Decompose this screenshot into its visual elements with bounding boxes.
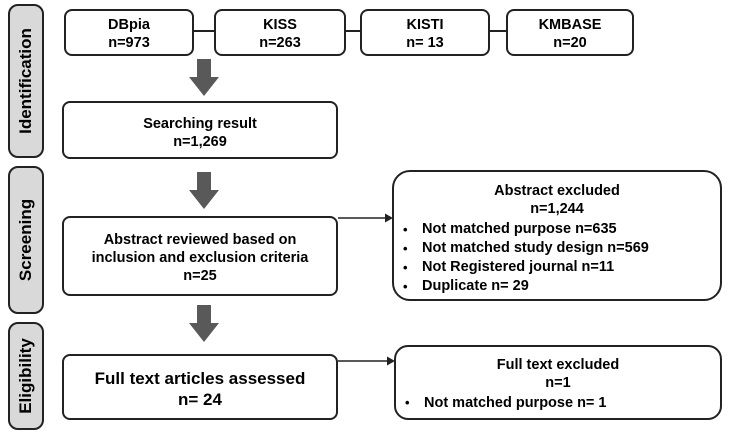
abstract-excluded-reasons: Not matched purpose n=635 Not matched st… bbox=[394, 220, 720, 296]
source-connector bbox=[344, 30, 362, 32]
flow-arrow-down-icon bbox=[189, 305, 219, 342]
source-connector bbox=[488, 30, 508, 32]
fulltext-excluded-count: n=1 bbox=[545, 375, 571, 391]
source-box-dbpia: DBpia n=973 bbox=[64, 9, 194, 56]
flow-arrow-down-icon bbox=[189, 59, 219, 96]
source-count: n= 13 bbox=[406, 35, 444, 51]
exclusion-reason: Not matched purpose n= 1 bbox=[396, 394, 720, 412]
exclusion-reason: Not Registered journal n=11 bbox=[394, 258, 720, 277]
fulltext-assessed-count: n= 24 bbox=[178, 390, 222, 409]
abstract-excluded-count: n=1,244 bbox=[530, 201, 584, 217]
abstract-reviewed-line2: inclusion and exclusion criteria bbox=[91, 250, 309, 266]
source-box-kmbase: KMBASE n=20 bbox=[506, 9, 634, 56]
abstract-excluded-title: Abstract excluded bbox=[494, 183, 620, 199]
exclusion-reason: Not matched purpose n=635 bbox=[394, 220, 720, 239]
abstract-reviewed-box: Abstract reviewed based on inclusion and… bbox=[62, 216, 338, 296]
searching-title: Searching result bbox=[143, 116, 257, 132]
source-box-kiss: KISS n=263 bbox=[214, 9, 346, 56]
exclusion-arrow-icon bbox=[338, 356, 395, 366]
source-name: DBpia bbox=[108, 17, 150, 33]
source-name: KMBASE bbox=[538, 17, 602, 33]
fulltext-excluded-title: Full text excluded bbox=[496, 357, 620, 373]
source-box-kisti: KISTI n= 13 bbox=[360, 9, 490, 56]
stage-eligibility-label: Eligibility bbox=[16, 338, 35, 414]
source-count: n=263 bbox=[259, 35, 301, 51]
source-count: n=20 bbox=[553, 35, 587, 51]
source-count: n=973 bbox=[108, 35, 150, 51]
source-connector bbox=[192, 30, 216, 32]
source-name: KISS bbox=[263, 17, 297, 33]
flow-arrow-down-icon bbox=[189, 172, 219, 209]
exclusion-reason: Duplicate n= 29 bbox=[394, 277, 720, 296]
stage-screening: Screening bbox=[8, 166, 44, 314]
fulltext-assessed-title: Full text articles assessed bbox=[94, 369, 306, 388]
searching-result-box: Searching result n=1,269 bbox=[62, 101, 338, 159]
fulltext-assessed-box: Full text articles assessed n= 24 bbox=[62, 354, 338, 420]
searching-count: n=1,269 bbox=[173, 134, 227, 150]
abstract-reviewed-line1: Abstract reviewed based on bbox=[103, 232, 297, 248]
fulltext-excluded-reasons: Not matched purpose n= 1 bbox=[396, 394, 720, 412]
abstract-reviewed-count: n=25 bbox=[183, 268, 217, 284]
abstract-excluded-box: Abstract excluded n=1,244 Not matched pu… bbox=[392, 170, 722, 301]
stage-screening-label: Screening bbox=[16, 198, 35, 282]
exclusion-reason: Not matched study design n=569 bbox=[394, 239, 720, 258]
source-name: KISTI bbox=[406, 17, 444, 33]
stage-eligibility: Eligibility bbox=[8, 322, 44, 430]
stage-identification: Identification bbox=[8, 4, 44, 158]
fulltext-excluded-box: Full text excluded n=1 Not matched purpo… bbox=[394, 345, 722, 420]
stage-identification-label: Identification bbox=[16, 28, 35, 134]
exclusion-arrow-icon bbox=[338, 213, 393, 223]
